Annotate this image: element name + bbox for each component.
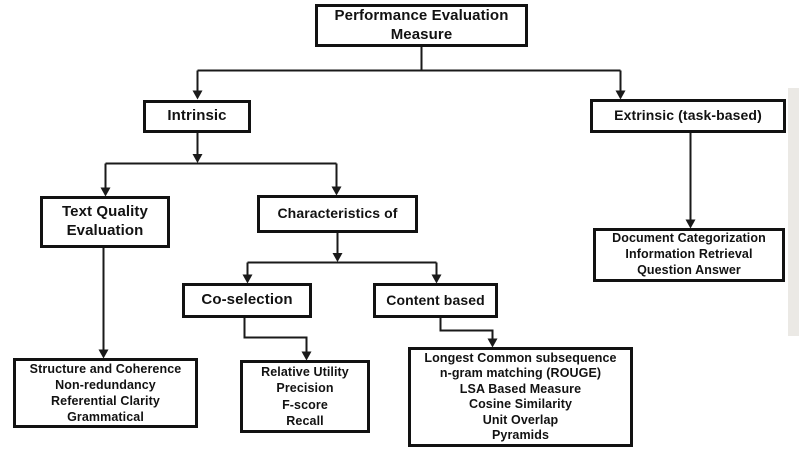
arrow-down-icon (685, 219, 696, 229)
node-text-quality-evaluation: Text Quality Evaluation (40, 196, 170, 248)
node-extrinsic-task-based: Extrinsic (task-based) (590, 99, 786, 133)
arrowheads (98, 90, 696, 361)
arrow-down-icon (192, 90, 203, 100)
arrow-down-icon (487, 338, 498, 348)
node-content-based: Content based (373, 283, 498, 318)
node-intrinsic: Intrinsic (143, 100, 251, 133)
arrow-down-icon (431, 274, 442, 284)
node-co-selection: Co-selection (182, 283, 312, 318)
arrow-down-icon (100, 187, 111, 197)
node-co-selection-items: Relative Utility Precision F-score Recal… (240, 360, 370, 433)
node-content-based-items: Longest Common subsequence n-gram matchi… (408, 347, 633, 447)
arrow-down-icon (331, 186, 342, 196)
arrow-down-icon (301, 351, 312, 361)
arrow-down-icon (242, 274, 253, 284)
arrow-down-icon (192, 154, 203, 163)
connector-path (102, 47, 692, 353)
arrow-down-icon (332, 253, 343, 262)
scan-artifact-strip (788, 88, 799, 336)
arrow-down-icon (615, 90, 626, 100)
arrow-down-icon (98, 349, 109, 359)
node-extrinsic-items: Document Categorization Information Retr… (593, 228, 785, 282)
node-text-quality-items: Structure and Coherence Non-redundancy R… (13, 358, 198, 428)
node-characteristics-of: Characteristics of (257, 195, 418, 233)
node-performance-evaluation-measure: Performance Evaluation Measure (315, 4, 528, 47)
